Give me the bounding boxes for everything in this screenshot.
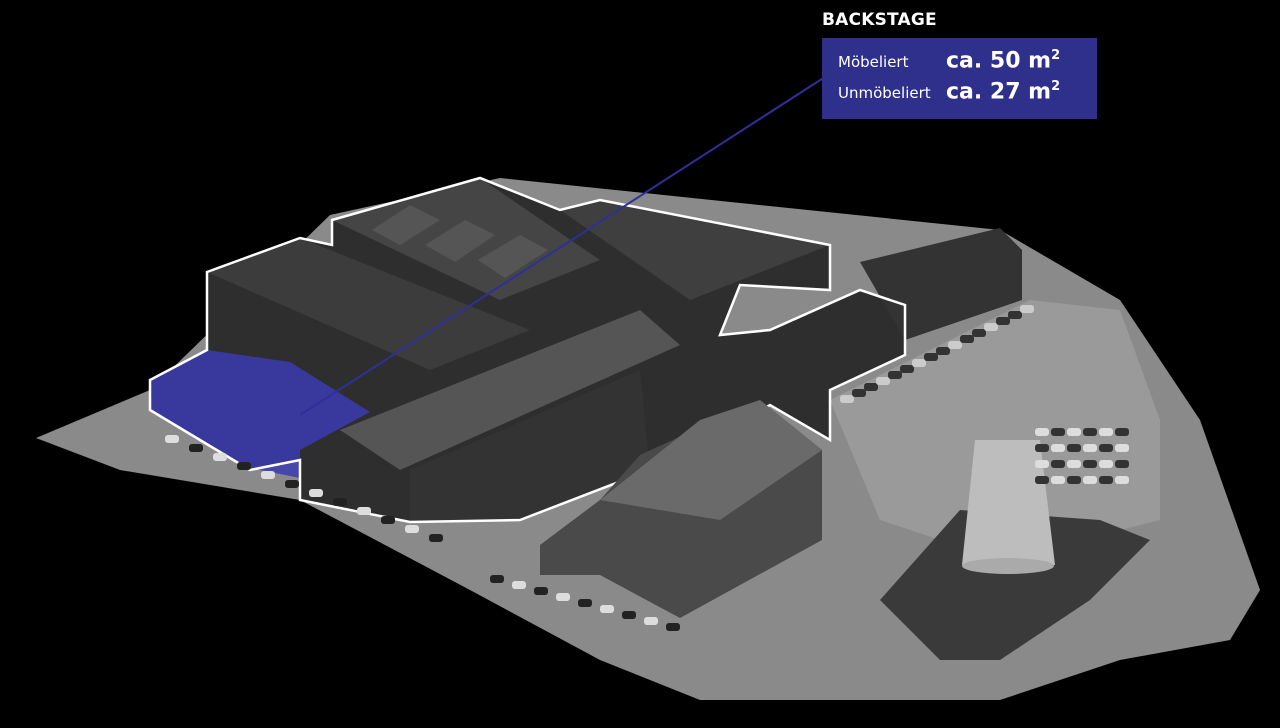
roof-left — [207, 238, 530, 370]
car — [912, 359, 926, 367]
area-info-box: Möbeliert ca. 50 m2 Unmöbeliert ca. 27 m… — [822, 38, 1097, 119]
car — [213, 453, 227, 461]
car — [534, 587, 548, 595]
car — [1083, 476, 1097, 484]
skylight-3 — [478, 235, 548, 278]
car — [165, 435, 179, 443]
car — [1051, 444, 1065, 452]
skylight-1 — [372, 205, 440, 245]
roof-right — [560, 200, 830, 300]
car — [876, 377, 890, 385]
car — [1051, 476, 1065, 484]
tower-base-shadow — [880, 510, 1150, 660]
historic-roof — [600, 400, 822, 520]
area-value-text: ca. 50 m — [946, 48, 1052, 74]
tower-cone — [980, 400, 1036, 438]
callout-title: BACKSTAGE — [822, 10, 937, 30]
car — [1035, 476, 1049, 484]
east-wing — [860, 228, 1022, 340]
car — [644, 617, 658, 625]
car — [960, 335, 974, 343]
car — [1099, 428, 1113, 436]
car — [924, 353, 938, 361]
car — [1020, 305, 1034, 313]
area-row-furnished: Möbeliert ca. 50 m2 — [838, 48, 1097, 79]
car — [1067, 460, 1081, 468]
area-value-text: ca. 27 m — [946, 79, 1052, 105]
car — [1035, 428, 1049, 436]
car — [936, 347, 950, 355]
car — [1115, 476, 1129, 484]
car — [852, 389, 866, 397]
car — [309, 489, 323, 497]
car — [237, 462, 251, 470]
car — [357, 507, 371, 515]
car — [1099, 444, 1113, 452]
car — [1067, 428, 1081, 436]
car — [1115, 444, 1129, 452]
car — [578, 599, 592, 607]
tower-body — [962, 440, 1055, 565]
car — [900, 365, 914, 373]
car — [333, 498, 347, 506]
venue-outline — [148, 176, 907, 524]
car — [1083, 428, 1097, 436]
car — [490, 575, 504, 583]
car — [864, 383, 878, 391]
car — [840, 395, 854, 403]
car — [1115, 428, 1129, 436]
car — [1067, 476, 1081, 484]
car — [1051, 460, 1065, 468]
car — [622, 611, 636, 619]
parked-cars — [165, 305, 1129, 631]
car — [405, 525, 419, 533]
car — [1099, 476, 1113, 484]
glass-hall — [410, 370, 650, 522]
car — [381, 516, 395, 524]
shed-hall — [340, 310, 680, 470]
car — [1099, 460, 1113, 468]
callout-line — [299, 74, 829, 416]
area-value: ca. 50 m2 — [946, 48, 1060, 73]
car — [600, 605, 614, 613]
car — [512, 581, 526, 589]
car — [1051, 428, 1065, 436]
backstage-highlight — [150, 350, 370, 478]
unit-superscript: 2 — [1051, 79, 1061, 94]
area-label: Möbeliert — [838, 53, 909, 72]
car — [285, 480, 299, 488]
car — [984, 323, 998, 331]
area-row-unfurnished: Unmöbeliert ca. 27 m2 — [838, 79, 1097, 110]
car — [189, 444, 203, 452]
car — [556, 593, 570, 601]
car — [429, 534, 443, 542]
car — [666, 623, 680, 631]
car — [972, 329, 986, 337]
car — [1008, 311, 1022, 319]
car — [1035, 444, 1049, 452]
area-label: Unmöbeliert — [838, 84, 931, 103]
skylight-2 — [425, 220, 495, 262]
car — [948, 341, 962, 349]
car — [1067, 444, 1081, 452]
car — [1035, 460, 1049, 468]
car — [261, 471, 275, 479]
car — [996, 317, 1010, 325]
area-value: ca. 27 m2 — [946, 79, 1060, 104]
car — [1083, 460, 1097, 468]
car — [1083, 444, 1097, 452]
tower-foot — [962, 558, 1054, 574]
car — [1115, 460, 1129, 468]
unit-superscript: 2 — [1051, 48, 1061, 63]
car — [888, 371, 902, 379]
